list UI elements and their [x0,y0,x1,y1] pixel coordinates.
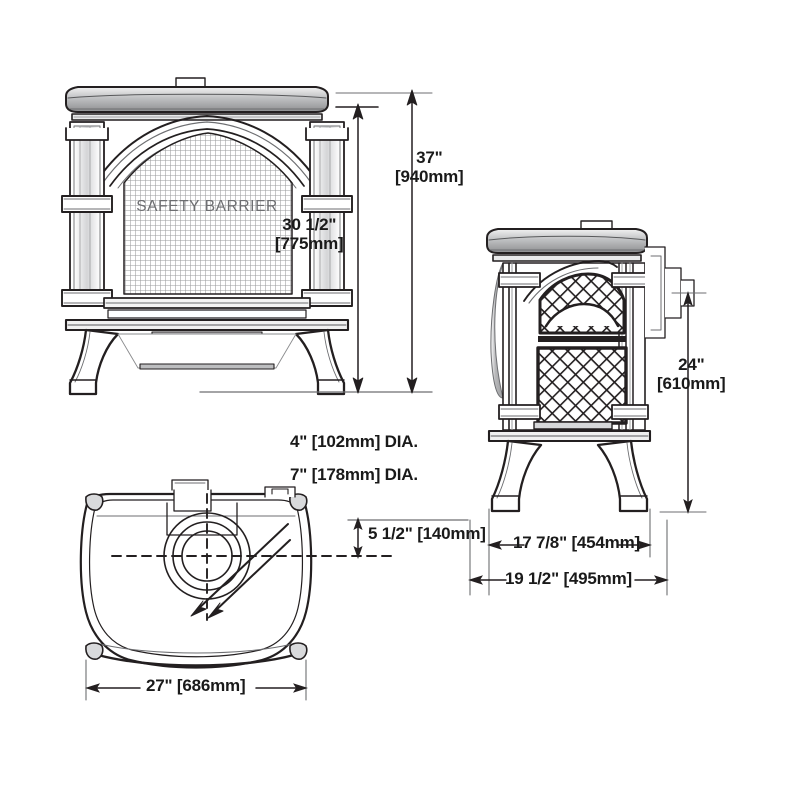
dim-arrow-body-height [352,103,364,394]
dim-label-flue-outer-dia: 4" [102mm] DIA. [290,432,418,451]
front-legs [68,328,346,396]
dim-label-depth-body: 17 7/8" [454mm] [513,533,640,552]
side-upper-lattice-panel [538,272,626,342]
dim-label-depth-overall: 19 1/2" [495mm] [505,569,632,588]
dim-arrow-depth-overall [468,575,669,585]
front-safety-barrier-screen [123,132,293,295]
front-lower-band [64,297,350,338]
dim-label-overall-height: 37" [940mm] [395,148,464,187]
side-top-plate [486,220,648,262]
dim-label-body-height: 30 1/2" [775mm] [275,215,344,254]
plan-top-outline [79,492,313,669]
front-top-plate [65,77,329,121]
dim-arrow-depth-body [487,540,652,550]
side-legs [490,439,649,513]
dim-label-width: 27" [686mm] [146,676,246,695]
front-elevation-view: SAFETY BARRIER [61,77,353,396]
plan-dia-leaders [190,523,291,619]
dim-arrow-overall-height [406,89,418,394]
top-plan-view [79,479,393,701]
side-view-dimensions [468,291,707,596]
front-right-column [301,121,353,307]
plan-flue-boss [166,479,238,536]
dim-flue-offset [347,517,469,559]
side-elevation-view [486,220,695,513]
front-left-column [61,121,113,307]
dim-label-flue-collar-dia: 7" [178mm] DIA. [290,465,418,484]
safety-barrier-text: SAFETY BARRIER [136,198,278,215]
dim-arrow-flue-center-height [683,291,693,514]
front-vertical-dimensions [199,89,433,394]
dim-label-flue-offset: 5 1/2" [140mm] [368,524,486,543]
dim-label-flue-center-height: 24" [610mm] [657,355,726,394]
side-body-shading [490,262,504,399]
side-bands [487,272,652,443]
plan-centerlines [111,493,393,621]
dim-arrow-width [85,683,308,693]
plan-handle-lug [264,486,296,498]
